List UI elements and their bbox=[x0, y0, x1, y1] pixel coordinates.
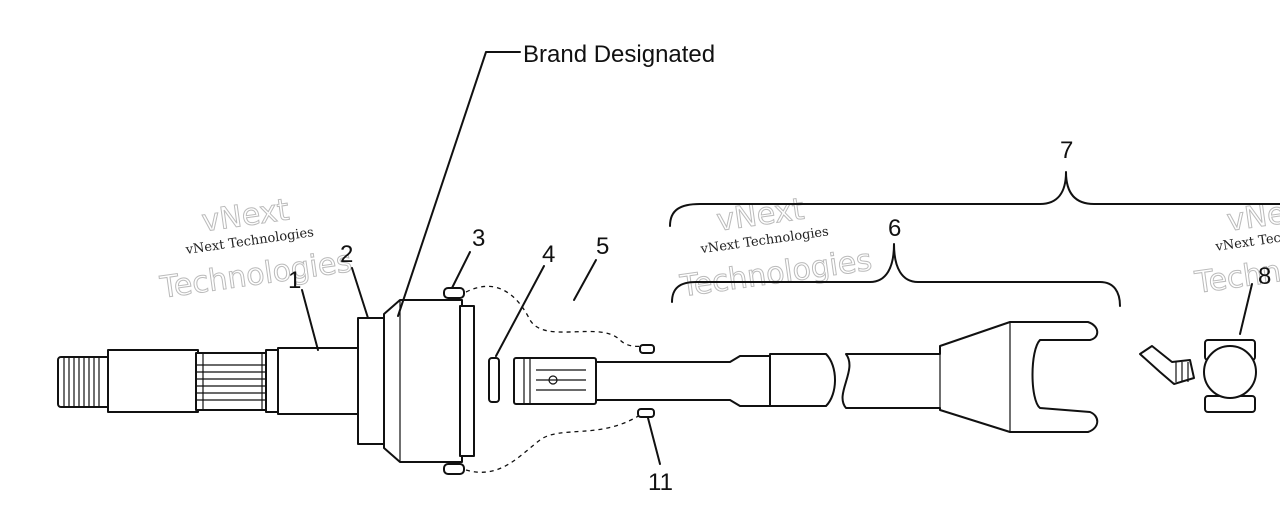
callout-11: 11 bbox=[648, 469, 673, 496]
part-4-snap-ring bbox=[488, 357, 500, 403]
callout-1: 1 bbox=[288, 267, 301, 294]
intermediate-shaft bbox=[513, 344, 836, 418]
callout-4: 4 bbox=[542, 241, 555, 268]
brand-designated-label: Brand Designated bbox=[523, 41, 715, 68]
callout-8: 8 bbox=[1258, 263, 1271, 290]
brand-leader-line bbox=[397, 51, 521, 317]
leader-11 bbox=[647, 417, 661, 465]
callout-6: 6 bbox=[888, 215, 901, 242]
leader-5 bbox=[573, 259, 597, 301]
cv-joint-housing bbox=[357, 299, 475, 463]
leader-4 bbox=[495, 265, 545, 357]
leader-8 bbox=[1239, 283, 1253, 335]
callout-5: 5 bbox=[596, 233, 609, 260]
part-6-yoke-tube bbox=[841, 321, 1099, 433]
leader-3 bbox=[451, 251, 471, 289]
watermark-1: vNext vNext Technologies Technologies bbox=[157, 192, 355, 306]
leader-1 bbox=[301, 289, 319, 351]
watermark-2: vNext vNext Technologies Technologies bbox=[677, 191, 875, 305]
brace-7 bbox=[669, 171, 1280, 227]
callout-3: 3 bbox=[472, 225, 485, 252]
part-1-stub-shaft bbox=[57, 347, 359, 415]
part-3-balls bbox=[443, 285, 651, 475]
callout-2: 2 bbox=[340, 241, 353, 268]
callout-7: 7 bbox=[1060, 137, 1073, 164]
leader-2 bbox=[351, 267, 369, 319]
brace-6 bbox=[671, 243, 1121, 307]
part-8-u-joint bbox=[1139, 339, 1257, 413]
